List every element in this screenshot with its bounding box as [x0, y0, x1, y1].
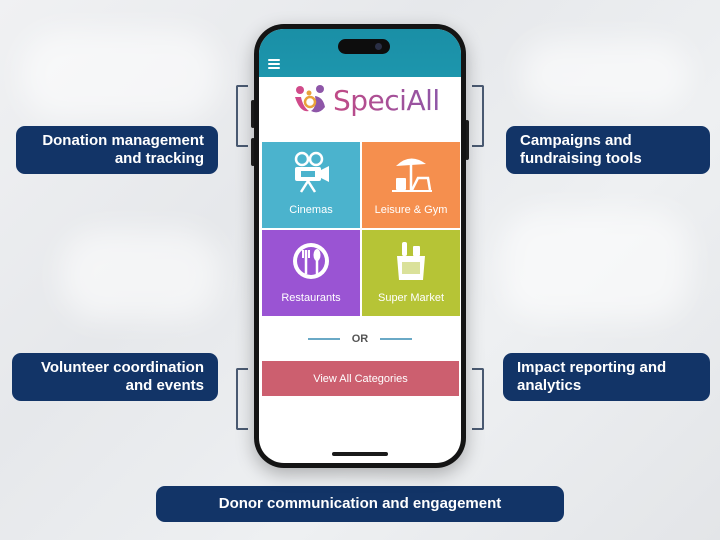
- background-shape: [520, 40, 690, 110]
- feature-label-line: Impact reporting and: [517, 359, 667, 376]
- category-label: Restaurants: [281, 292, 341, 304]
- app-brand-name: SpeciAll: [333, 83, 440, 117]
- callout-bracket: [236, 368, 248, 430]
- category-tile-super-market[interactable]: Super Market: [362, 230, 460, 316]
- projector-icon: [294, 151, 329, 193]
- background-shape: [500, 210, 690, 320]
- camera-icon: [375, 43, 382, 50]
- category-label: Super Market: [377, 292, 445, 304]
- category-label: Cinemas: [289, 204, 333, 216]
- feature-label-line: analytics: [517, 377, 582, 394]
- callout-bracket: [472, 85, 484, 147]
- beach-umbrella-icon: [392, 158, 432, 192]
- phone-mockup: SpeciAll Cinemas Leisure: [254, 24, 466, 468]
- callout-bracket: [472, 368, 484, 430]
- phone-notch: [338, 39, 390, 54]
- category-tile-cinemas[interactable]: Cinemas: [262, 142, 360, 228]
- feature-label-line: Campaigns and: [520, 132, 632, 149]
- feature-donor-communication: Donor communication and engagement: [156, 486, 564, 522]
- callout-bracket: [236, 85, 248, 147]
- phone-side-button: [251, 138, 255, 166]
- feature-label-line: fundraising tools: [520, 150, 642, 167]
- app-logo: SpeciAll: [293, 82, 440, 118]
- view-all-categories-button[interactable]: View All Categories: [262, 361, 459, 396]
- category-tile-restaurants[interactable]: Restaurants: [262, 230, 360, 316]
- feature-label-line: Volunteer coordination: [40, 359, 204, 376]
- phone-side-button: [251, 100, 255, 128]
- feature-label-line: and events: [125, 377, 204, 394]
- phone-screen: SpeciAll Cinemas Leisure: [259, 29, 461, 463]
- feature-label-line: Donation management: [42, 132, 204, 149]
- divider-line: [380, 338, 413, 340]
- grocery-bag-icon: [397, 242, 425, 280]
- home-indicator[interactable]: [332, 452, 388, 456]
- divider-line: [307, 338, 340, 340]
- category-label: Leisure & Gym: [374, 204, 448, 216]
- feature-label-line: Donor communication and engagement: [218, 495, 502, 512]
- background-shape: [20, 30, 220, 120]
- phone-side-button: [465, 120, 469, 160]
- category-tile-leisure-gym[interactable]: Leisure & Gym: [362, 142, 460, 228]
- people-logo-icon: [295, 85, 325, 113]
- background-shape: [60, 230, 220, 320]
- view-all-label: View All Categories: [313, 372, 408, 385]
- feature-label-line: and tracking: [114, 150, 204, 167]
- or-divider: OR: [259, 329, 461, 349]
- or-label: OR: [351, 333, 369, 345]
- hamburger-menu-icon[interactable]: [268, 59, 280, 69]
- plate-fork-icon: [293, 243, 329, 279]
